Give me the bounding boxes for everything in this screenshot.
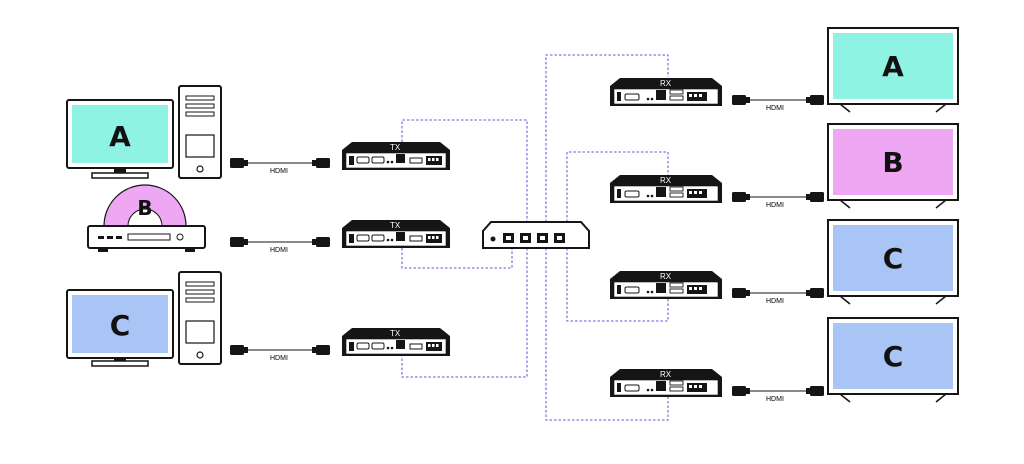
transmitter-3: TX	[341, 327, 451, 357]
receiver-4: RX	[609, 368, 723, 398]
source-a: A	[66, 85, 222, 179]
source-a-screen	[72, 105, 168, 163]
hdmi-label-disp-2: HDMI	[766, 202, 784, 209]
source-b-disc	[103, 184, 187, 227]
tx-label-1: TX	[390, 143, 401, 152]
hdmi-cable-disp-4: HDMI	[732, 386, 824, 403]
display-c2: C	[827, 317, 959, 403]
tx-label-2: TX	[390, 221, 401, 230]
hdmi-cable-disp-3: HDMI	[732, 288, 824, 305]
link-rx2	[566, 151, 669, 222]
link-tx1	[401, 119, 528, 222]
network-switch	[482, 221, 590, 249]
source-b-letter: B	[137, 196, 152, 220]
display-a-letter: A	[882, 50, 904, 83]
receiver-3: RX	[609, 270, 723, 300]
tx-label-3: TX	[390, 329, 401, 338]
source-b: B	[87, 184, 206, 252]
source-c: C	[66, 271, 222, 367]
display-c2-letter: C	[883, 340, 904, 373]
hdmi-cable-src-1: HDMI	[230, 158, 330, 175]
display-c1: C	[827, 219, 959, 305]
transmitter-1: TX	[341, 141, 451, 171]
display-c1-screen	[833, 225, 953, 291]
rx-label-3: RX	[660, 272, 672, 281]
link-tx2	[401, 248, 513, 269]
transmitter-2: TX	[341, 219, 451, 249]
source-c-screen	[72, 295, 168, 353]
hdmi-label-src-2: HDMI	[270, 247, 288, 254]
display-c1-letter: C	[883, 242, 904, 275]
display-b-screen	[833, 129, 953, 195]
hdmi-cable-src-3: HDMI	[230, 345, 330, 362]
network-links	[401, 54, 669, 421]
source-a-pc-tower	[178, 85, 222, 179]
hdmi-cable-src-2: HDMI	[230, 237, 330, 254]
rx-label-4: RX	[660, 370, 672, 379]
receiver-2: RX	[609, 174, 723, 204]
rx-label-2: RX	[660, 176, 672, 185]
link-tx3	[401, 248, 528, 378]
display-b-letter: B	[882, 146, 903, 179]
link-rx3	[566, 248, 669, 322]
hdmi-cable-disp-2: HDMI	[732, 192, 824, 209]
display-b: B	[827, 123, 959, 209]
rx-label-1: RX	[660, 79, 672, 88]
hdmi-label-disp-3: HDMI	[766, 298, 784, 305]
display-a-screen	[833, 33, 953, 99]
link-rx1	[545, 54, 669, 222]
source-c-pc-tower	[178, 271, 222, 365]
display-c2-screen	[833, 323, 953, 389]
link-rx4	[545, 248, 669, 421]
source-a-letter: A	[109, 120, 131, 153]
source-c-letter: C	[110, 309, 131, 342]
receiver-1: RX	[609, 77, 723, 107]
hdmi-label-disp-4: HDMI	[766, 396, 784, 403]
hdmi-cable-disp-1: HDMI	[732, 95, 824, 112]
display-a: A	[827, 27, 959, 113]
hdmi-label-src-3: HDMI	[270, 355, 288, 362]
source-b-player	[87, 225, 206, 252]
hdmi-label-disp-1: HDMI	[766, 105, 784, 112]
hdmi-label-src-1: HDMI	[270, 168, 288, 175]
